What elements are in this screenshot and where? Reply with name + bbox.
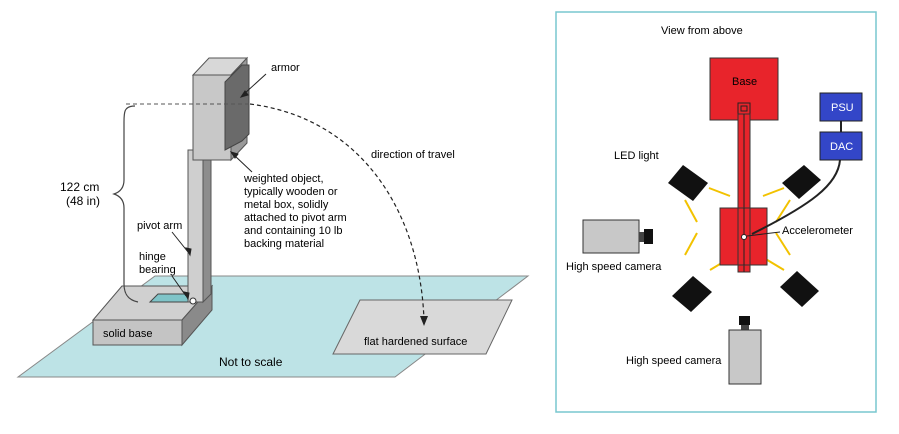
hinge-bearing-dot [189,297,197,305]
accelerometer-label: Accelerometer [782,225,853,237]
weighted-object-line: and containing 10 lb [244,225,342,237]
psu-label: PSU [831,102,854,114]
top-view-title: View from above [661,25,743,37]
weighted-object-line: weighted object, [243,173,324,185]
bearing-label: bearing [139,264,176,276]
weighted-object-line: metal box, solidly [244,199,329,211]
base-hinge-inner [740,105,748,112]
direction-arrowhead [420,316,428,326]
camera-left-label: High speed camera [566,261,662,273]
led-light-label: LED light [614,150,659,162]
armor-label: armor [271,62,300,74]
led-lamp [668,165,708,201]
height-in-label: (48 in) [66,194,100,208]
top-view-diagram: View from above Base Accelerometer [555,11,877,413]
weighted-box [191,56,250,162]
direction-of-travel-label: direction of travel [371,149,455,161]
base-block [709,57,779,121]
flat-hardened-surface [332,299,513,355]
psu-box [819,92,863,122]
led-lamp [780,271,819,307]
not-to-scale-label: Not to scale [219,355,283,369]
solid-base-label: solid base [103,328,153,340]
armor-plate [224,64,250,151]
dac-box [819,131,863,161]
weighted-object-label: weighted object, typically wooden or met… [243,173,347,250]
high-speed-camera-bottom [728,316,762,385]
direction-of-travel-arc [249,103,425,321]
pivot-arm-label: pivot arm [137,220,182,232]
base-label: Base [732,76,757,88]
leader-lines [171,73,267,301]
accelerometer-leader [746,231,781,237]
flat-surface-label: flat hardened surface [364,336,467,348]
pivot-arm [187,140,212,304]
weighted-object-line: backing material [244,238,324,250]
weighted-object-line: attached to pivot arm [244,212,347,224]
high-speed-camera-left [582,219,653,254]
side-view-diagram: armor direction of travel weighted objec… [16,56,530,378]
dac-cable [751,159,841,235]
led-lamp [782,165,821,199]
height-brace [112,105,139,303]
dac-label: DAC [830,141,853,153]
weighted-object-line: typically wooden or [244,186,338,198]
led-lamp [672,276,712,312]
height-cm-label: 122 cm [60,180,99,194]
accelerometer-dot [741,234,747,240]
camera-bottom-label: High speed camera [626,355,722,367]
hinge-label: hinge [139,251,166,263]
